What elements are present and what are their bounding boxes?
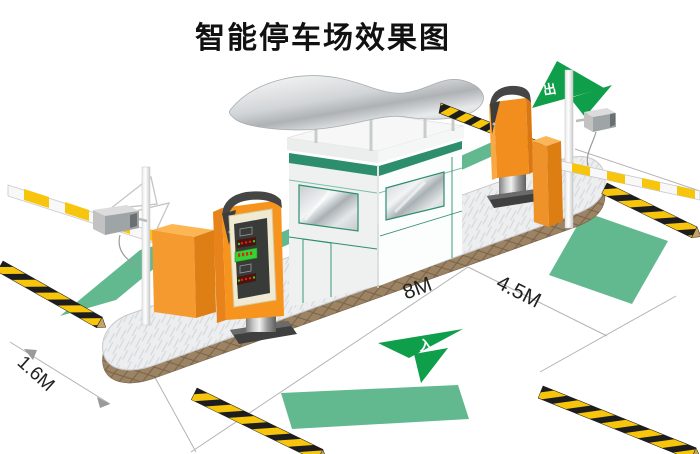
speed-bump-northeast: [601, 182, 700, 238]
speed-bump-southeast: [537, 385, 700, 454]
vehicle-detector-post: [532, 136, 563, 227]
booth-door: [288, 157, 463, 303]
booth-roof-front-right: [378, 126, 464, 163]
speed-bump-southwest: [0, 260, 107, 328]
entry-sign-char: 入: [418, 336, 434, 354]
booth-roof-front-left: [287, 138, 378, 163]
signal-pole-left: [141, 166, 151, 326]
speed-bump-south: [190, 387, 328, 454]
canopy-roof: [228, 75, 484, 131]
lane-marking-exit: [549, 212, 668, 304]
camera-cable: [586, 131, 597, 167]
barrier-base-cylinder: [499, 174, 526, 195]
exit-barrier-arm: [551, 158, 700, 201]
booth-window-left: [298, 184, 359, 232]
cctv-camera-left: [93, 205, 148, 267]
lane-marking-entry: [281, 385, 469, 429]
dispenser-leds: [234, 226, 258, 285]
ticket-dispenser: [213, 191, 297, 344]
signal-pole-right: [564, 69, 574, 229]
dimension-arrowhead: [97, 397, 110, 408]
dimension-arrowhead: [24, 349, 37, 360]
exit-equipment: [438, 61, 700, 229]
booth-trim-band-left: [289, 153, 377, 176]
booth-trim-band-right: [379, 141, 462, 176]
barrier-cap: [490, 85, 531, 110]
dimension-lines: [9, 148, 700, 453]
guard-booth: [228, 75, 484, 307]
cctv-camera-right: [575, 108, 616, 167]
speed-bumps: [0, 182, 700, 454]
entry-arrow-marking: [378, 329, 463, 383]
barrier-post-left: [152, 224, 216, 318]
dispenser-body-side: [213, 208, 226, 323]
barrier-post-right: [487, 85, 544, 208]
camera-cable: [118, 234, 139, 267]
page-title: 智能停车场效果图: [195, 22, 451, 55]
booth-wall-left: [289, 162, 377, 307]
dispenser-cap: [222, 191, 282, 218]
entrance-equipment: [7, 166, 216, 326]
